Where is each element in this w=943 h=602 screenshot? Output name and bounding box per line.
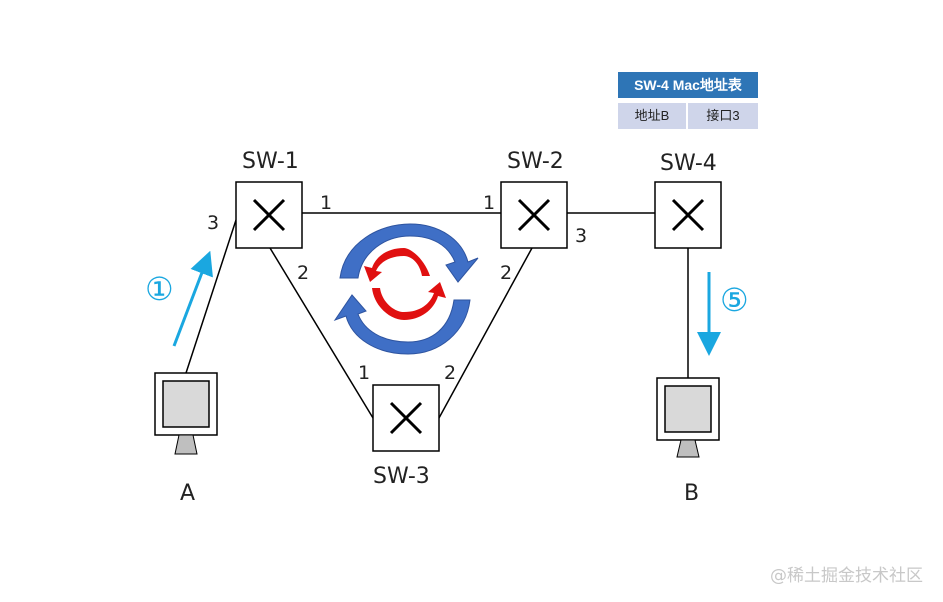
port-sw1-right: 1 [320, 192, 332, 214]
sw3-label: SW-3 [373, 464, 430, 489]
loop-inner-arrows-icon [364, 248, 446, 320]
switch-sw1 [235, 181, 303, 249]
port-sw1-left: 3 [207, 212, 219, 234]
port-sw3-left: 1 [358, 362, 370, 384]
step1-arrow-icon [172, 250, 213, 347]
mac-address-table: SW-4 Mac地址表 地址B 接口3 [618, 72, 758, 129]
sw2-label: SW-2 [507, 149, 564, 174]
mac-table-address: 地址B [618, 103, 686, 129]
mac-table-title: SW-4 Mac地址表 [618, 72, 758, 98]
switch-sw4 [654, 181, 722, 249]
watermark: @稀土掘金技术社区 [770, 566, 923, 586]
step1-label: ① [145, 270, 174, 308]
step5-label: ⑤ [720, 281, 749, 319]
switch-sw2 [500, 181, 568, 249]
host-b-label: B [684, 481, 699, 506]
host-a-label: A [180, 481, 195, 506]
mac-table-row: 地址B 接口3 [618, 103, 758, 129]
port-sw2-bottom: 2 [500, 262, 512, 284]
sw1-label: SW-1 [242, 149, 299, 174]
mac-table-interface: 接口3 [688, 103, 758, 129]
host-b-computer-icon [656, 377, 720, 458]
port-sw1-bottom: 2 [297, 262, 309, 284]
port-sw3-right: 2 [444, 362, 456, 384]
link-sw2-sw3 [438, 247, 533, 419]
host-a-computer-icon [154, 372, 218, 455]
link-a-sw1 [185, 219, 237, 374]
port-sw2-left: 1 [483, 192, 495, 214]
link-sw1-sw3 [269, 247, 374, 419]
sw4-label: SW-4 [660, 151, 717, 176]
loop-outer-arrows-icon [333, 223, 479, 355]
switch-sw3 [372, 384, 440, 452]
port-sw2-right: 3 [575, 225, 587, 247]
